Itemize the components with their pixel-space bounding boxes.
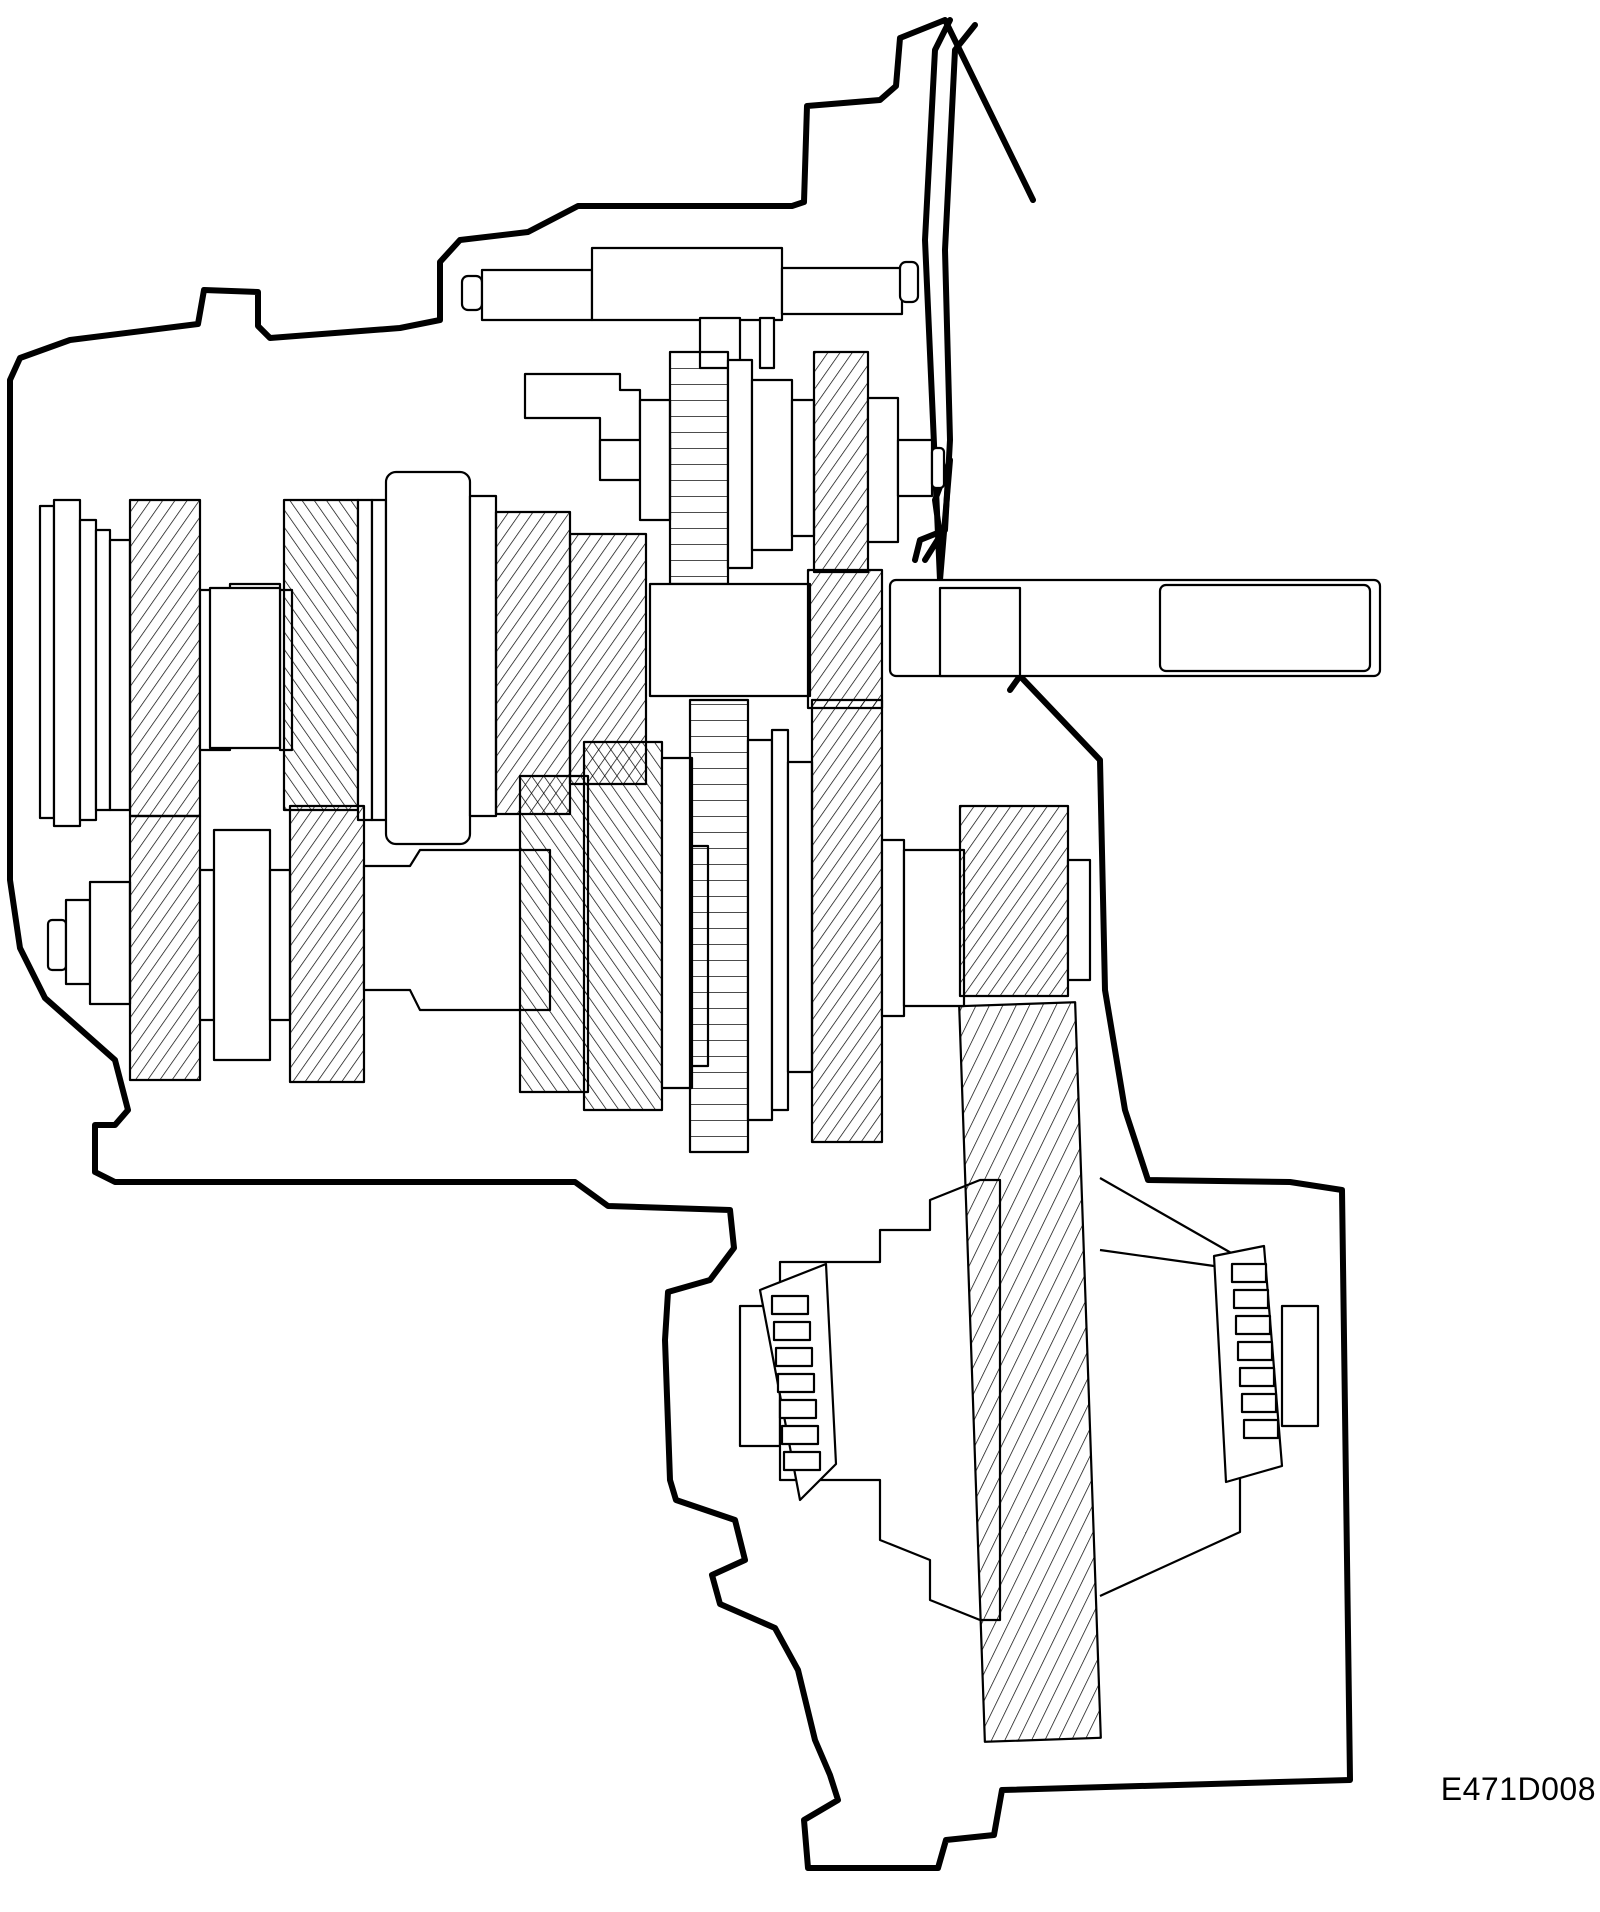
tapered-bearing-right-rollers bbox=[1230, 1262, 1280, 1440]
gear-third-speed bbox=[494, 510, 572, 816]
reverse-helical-gear bbox=[812, 350, 870, 574]
synchronizer-hub-1-2 bbox=[384, 470, 472, 846]
countershaft-output-pinion bbox=[958, 804, 1070, 998]
upper-input-pinion bbox=[806, 568, 884, 710]
differential-assembly bbox=[738, 1001, 1320, 1743]
figure-reference-code: E471D008 bbox=[1440, 1771, 1596, 1807]
input-shaft-assembly bbox=[38, 470, 1382, 846]
countershaft-first-gear bbox=[128, 814, 202, 1082]
countershaft-assembly bbox=[46, 698, 1092, 1154]
final-drive-ring-gear bbox=[958, 1001, 1102, 1743]
housing-right-wall bbox=[912, 22, 1023, 693]
gear-second-speed bbox=[282, 498, 360, 812]
tapered-bearing-left-rollers bbox=[770, 1294, 822, 1472]
reverse-idler-assembly bbox=[523, 350, 946, 586]
gear-first-speed bbox=[128, 498, 202, 818]
countershaft-third-gear bbox=[518, 774, 590, 1094]
countershaft-fourth-gear bbox=[582, 740, 664, 1112]
countershaft-second-gear bbox=[288, 804, 366, 1084]
reverse-idler-spur-gear bbox=[668, 350, 730, 586]
synchronizer-sleeve-5th bbox=[688, 698, 750, 1154]
shift-rod-assembly bbox=[460, 246, 920, 370]
countershaft-fifth-gear bbox=[810, 698, 884, 1144]
